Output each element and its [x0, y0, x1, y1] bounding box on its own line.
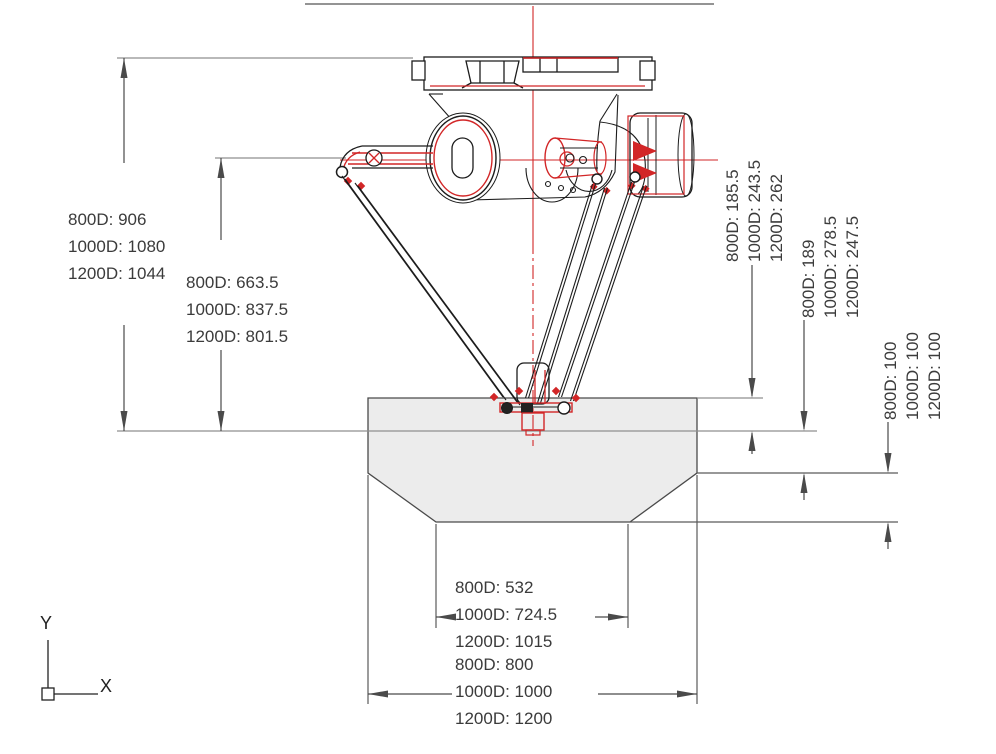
- label-line: 800D: 185.5: [723, 169, 742, 262]
- axis-indicator-lines: [41, 640, 98, 701]
- label-right-lower: 800D: 100 1000D: 100 1200D: 100: [880, 332, 946, 420]
- label-line: 1200D: 247.5: [843, 215, 862, 318]
- label-line: 800D: 906: [68, 210, 147, 229]
- label-line: 1000D: 243.5: [745, 159, 764, 262]
- center-hub: [544, 137, 607, 179]
- left-motor-endcap: [425, 112, 501, 204]
- label-line: 800D: 189: [799, 239, 818, 318]
- robot-drawing: [335, 56, 695, 436]
- label-line: 1200D: 100: [925, 332, 944, 420]
- label-line: 1200D: 1200: [455, 709, 553, 728]
- link-rods: [341, 175, 648, 406]
- robot-top-plate: [411, 56, 656, 91]
- label-line: 1200D: 1015: [455, 632, 553, 651]
- label-line: 800D: 663.5: [186, 273, 279, 292]
- y-axis-label: Y: [40, 613, 53, 633]
- x-axis-label: X: [100, 676, 113, 696]
- label-line: 800D: 532: [455, 578, 534, 597]
- label-line: 1000D: 100: [903, 332, 922, 420]
- label-line: 1200D: 1044: [68, 264, 166, 283]
- label-line: 1000D: 837.5: [186, 300, 289, 319]
- label-right-middle: 800D: 189 1000D: 278.5 1200D: 247.5: [798, 216, 864, 318]
- label-line: 1200D: 801.5: [186, 327, 289, 346]
- label-line: 1000D: 1000: [455, 682, 553, 701]
- label-line: 1200D: 262: [767, 174, 786, 262]
- label-bottom-outer-width: 800D: 800 1000D: 1000 1200D: 1200: [455, 651, 552, 732]
- label-line: 1000D: 724.5: [455, 605, 558, 624]
- centerlines: [340, 6, 718, 446]
- end-effector: [489, 362, 581, 436]
- right-motor: [627, 112, 695, 198]
- label-line: 800D: 100: [881, 341, 900, 420]
- label-line: 1000D: 278.5: [821, 215, 840, 318]
- label-total-height: 800D: 906 1000D: 1080 1200D: 1044: [68, 206, 165, 287]
- label-bottom-inner-width: 800D: 532 1000D: 724.5 1200D: 1015: [455, 574, 557, 655]
- dimension-lines: [120, 58, 892, 698]
- label-arm-axis-height: 800D: 663.5 1000D: 837.5 1200D: 801.5: [186, 269, 288, 350]
- extension-lines: [117, 3, 898, 704]
- label-line: 1000D: 1080: [68, 237, 166, 256]
- label-right-upper: 800D: 185.5 1000D: 243.5 1200D: 262: [722, 160, 788, 262]
- label-line: 800D: 800: [455, 655, 534, 674]
- left-arm: [335, 145, 433, 191]
